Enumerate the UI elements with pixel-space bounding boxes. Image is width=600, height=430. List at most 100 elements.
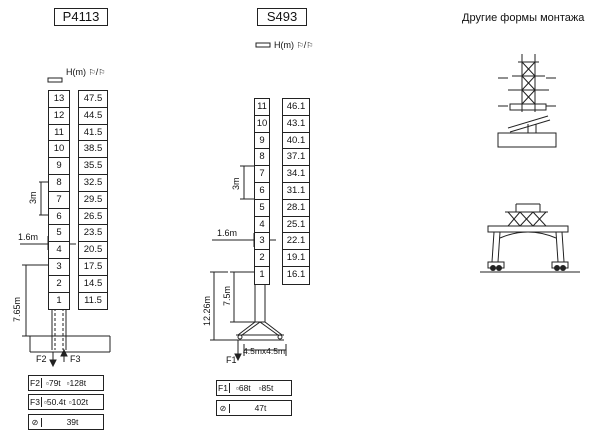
p4113-force-right: F3 [70, 354, 81, 364]
height-cell: 37.1 [283, 149, 309, 167]
crane-small-icon: ▫ [236, 384, 239, 393]
load-label: F1 [217, 383, 230, 393]
section-cell: 6 [255, 183, 269, 200]
s493-header-text: H(m) [274, 40, 294, 50]
section-cell: 5 [255, 200, 269, 217]
header-bar [255, 42, 271, 48]
height-cell: 31.1 [283, 183, 309, 200]
section-cell: 1 [259, 268, 265, 280]
load-value-a: 68t [238, 383, 251, 393]
load-value-b: 128t [69, 378, 87, 388]
height-cell: 34.1 [283, 166, 309, 183]
s493-section-column: 11 10 9 8 7 6 5 4 3 2 1 [254, 98, 270, 285]
load-label: F2 [29, 378, 42, 388]
s493-dim-section: 3m [231, 177, 241, 190]
section-cell: 5 [49, 225, 69, 243]
crane-small-icon: ⚐ [296, 41, 304, 50]
header-bar [47, 77, 63, 83]
load-value-a: 79t [48, 378, 61, 388]
section-cell: 2 [49, 276, 69, 293]
p4113-title: P4113 [54, 8, 108, 26]
weight-icon: ⊘ [217, 403, 230, 413]
weight-icon: ⊘ [29, 417, 42, 427]
crane-large-icon: ▫ [68, 398, 72, 407]
p4113-section-column: 13 12 11 10 9 8 7 6 5 4 3 2 1 [48, 90, 70, 311]
portal-gantry-drawing [480, 203, 580, 273]
section-cell: 13 [49, 91, 69, 108]
crane-small-icon: ⚐ [88, 68, 96, 77]
section-cell: 9 [49, 158, 69, 175]
crane-small-icon: ▫ [44, 398, 47, 407]
height-cell: 11.5 [84, 294, 102, 306]
height-cell: 43.1 [283, 116, 309, 133]
height-cell: 14.5 [79, 276, 107, 293]
load-label: F3 [29, 397, 42, 407]
p4113-weight-row: ⊘ 39t [28, 414, 104, 430]
load-value-b: 102t [71, 397, 89, 407]
section-cell: 10 [255, 116, 269, 133]
height-cell: 29.5 [79, 192, 107, 209]
height-cell: 26.5 [79, 209, 107, 226]
p4113-dim-width: 1.6m [18, 232, 39, 242]
section-cell: 2 [255, 250, 269, 267]
section-cell: 6 [49, 209, 69, 226]
p4113-height-column: 47.5 44.5 41.5 38.5 35.5 32.5 29.5 26.5 … [78, 90, 108, 311]
crane-large-icon: ▫ [66, 379, 70, 388]
height-cell: 16.1 [286, 268, 306, 280]
weight-value: 39t [66, 417, 79, 427]
s493-load-row-f1: F1 ▫68t ▫85t [216, 380, 292, 396]
height-cell: 41.5 [79, 125, 107, 142]
other-forms-title: Другие формы монтажа [462, 12, 585, 24]
section-cell: 11 [255, 99, 269, 116]
p4113-load-row-f2: F2 ▫79t ▫128t [28, 375, 104, 391]
s493-height-column: 46.1 43.1 40.1 37.1 34.1 31.1 28.1 25.1 … [282, 98, 310, 285]
p4113-load-row-f3: F3 ▫50.4t ▫102t [28, 394, 104, 410]
height-cell: 32.5 [79, 175, 107, 192]
height-cell: 19.1 [283, 250, 309, 267]
load-value-b: 85t [261, 383, 274, 393]
s493-weight-row: ⊘ 47t [216, 400, 292, 416]
section-cell: 7 [255, 166, 269, 183]
weight-value: 47t [254, 403, 267, 413]
section-cell: 3 [49, 259, 69, 276]
height-cell: 35.5 [79, 158, 107, 175]
height-cell: 17.5 [79, 259, 107, 276]
height-cell: 20.5 [79, 242, 107, 259]
section-cell: 9 [255, 133, 269, 150]
crane-large-icon: ⚐ [306, 41, 314, 50]
s493-dim-footing: 4.5mx4.5m [243, 346, 286, 356]
height-cell: 38.5 [79, 141, 107, 159]
p4113-dim-base: 7.65m [12, 296, 22, 322]
p4113-dim-section: 3m [28, 191, 38, 204]
height-cell: 23.5 [79, 225, 107, 243]
s493-force: F1 [226, 355, 237, 365]
crane-small-icon: ▫ [46, 379, 49, 388]
p4113-force-left: F2 [36, 354, 47, 364]
s493-dim-width: 1.6m [217, 228, 238, 238]
height-cell: 28.1 [283, 200, 309, 217]
s493-dim-base: 12.26m [202, 295, 212, 326]
height-cell: 40.1 [283, 133, 309, 150]
section-cell: 4 [255, 217, 269, 234]
s493-dim-mid: 7.5m [222, 285, 232, 306]
height-cell: 46.1 [283, 99, 309, 116]
section-cell: 7 [49, 192, 69, 209]
load-value-a: 50.4t [46, 397, 66, 407]
section-cell: 10 [49, 141, 69, 159]
height-cell: 44.5 [79, 108, 107, 125]
height-cell: 25.1 [283, 217, 309, 234]
section-cell: 8 [255, 149, 269, 167]
section-cell: 12 [49, 108, 69, 125]
p4113-header-label: H(m) ⚐/⚐ [66, 67, 106, 77]
section-cell: 3 [255, 233, 269, 251]
crane-large-icon: ⚐ [98, 68, 106, 77]
section-cell: 1 [56, 294, 62, 306]
p4113-header-text: H(m) [66, 67, 86, 77]
s493-header-label: H(m) ⚐/⚐ [274, 40, 314, 50]
crane-large-icon: ▫ [258, 384, 262, 393]
section-cell: 8 [49, 175, 69, 192]
section-cell: 4 [49, 242, 69, 259]
climbing-crane-drawing [497, 54, 557, 148]
height-cell: 22.1 [283, 233, 309, 251]
